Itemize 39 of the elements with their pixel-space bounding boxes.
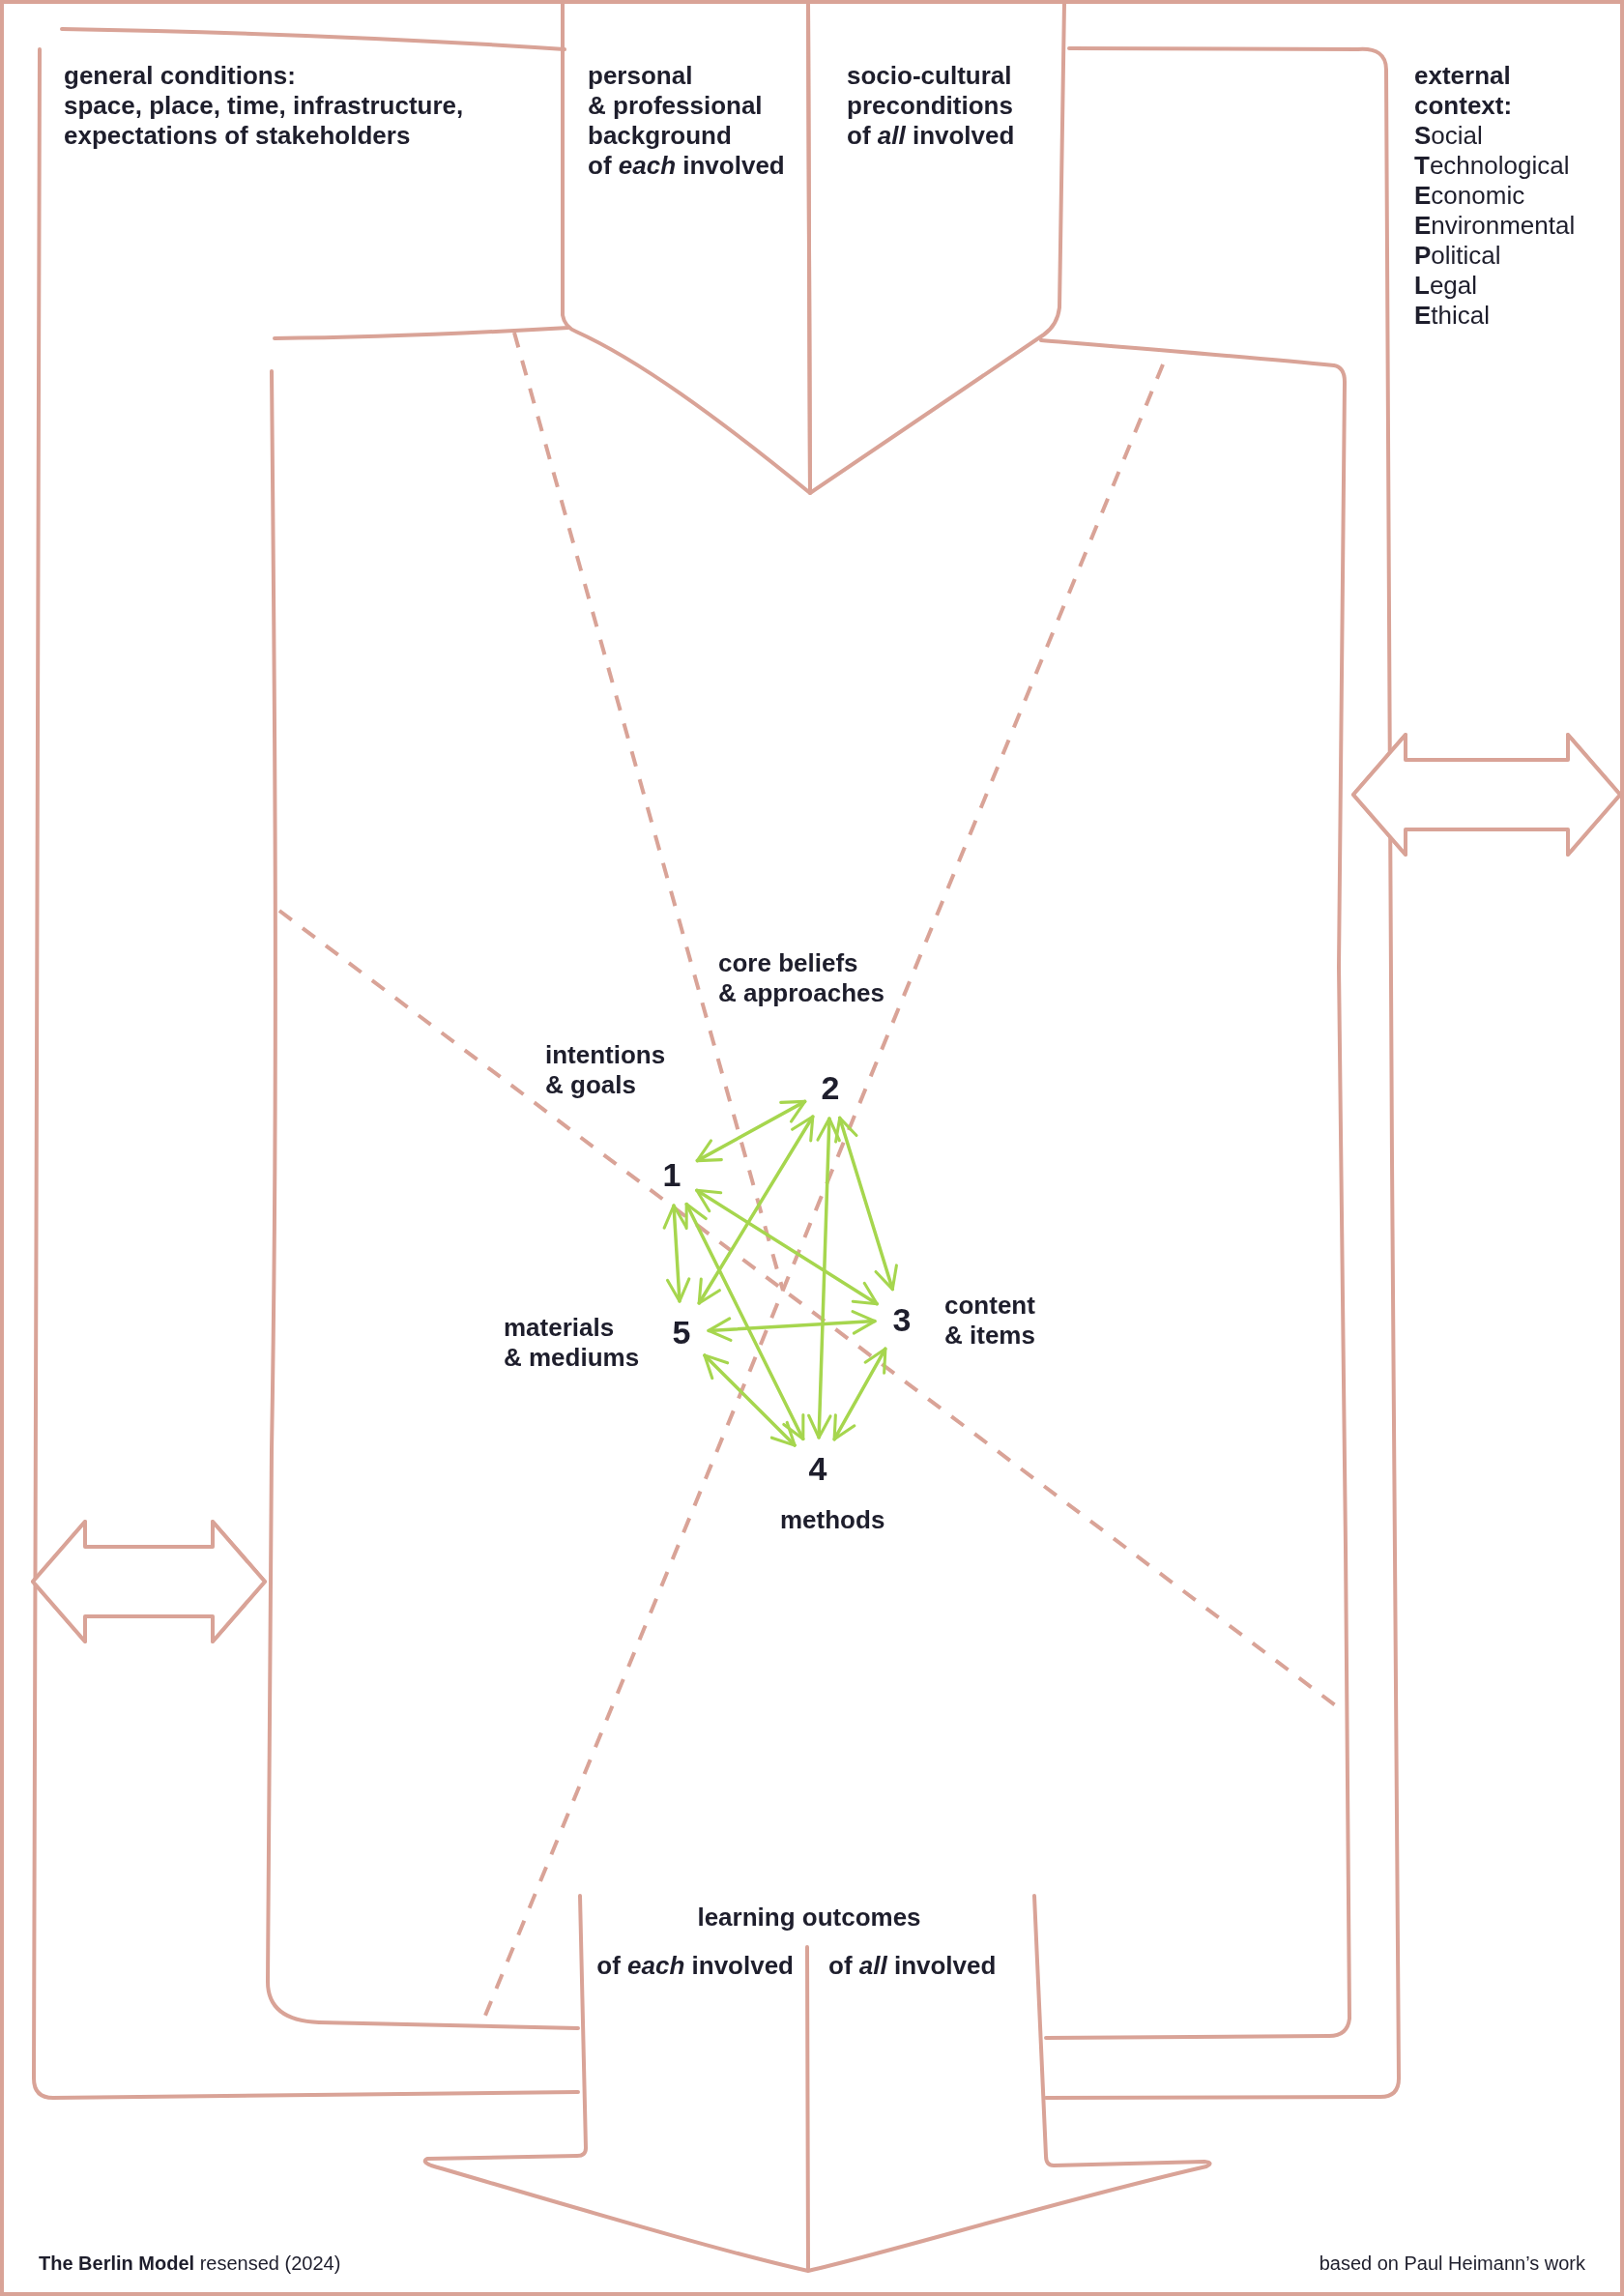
compartment-label: socio-cultural preconditions of all involved xyxy=(847,61,1015,151)
compartment-label: of all involved xyxy=(828,1951,997,1981)
compartment-label: personal & professional background of each involved xyxy=(588,61,785,181)
double-arrow xyxy=(695,1188,879,1306)
double-arrow xyxy=(697,1115,815,1305)
double-arrow xyxy=(662,1204,691,1303)
double-arrow xyxy=(695,1099,807,1163)
credit-line: The Berlin Model resensed (2024) xyxy=(39,2252,341,2275)
double-arrow xyxy=(707,1310,877,1342)
block-double-arrow xyxy=(1351,733,1622,857)
list-item: Technological xyxy=(1414,151,1570,181)
double-arrow xyxy=(684,1202,805,1441)
block-double-arrow xyxy=(31,1520,267,1643)
factor-label: materials & mediums xyxy=(504,1313,640,1373)
double-arrow xyxy=(807,1117,841,1439)
list-item: Economic xyxy=(1414,181,1525,211)
list-item: Ethical xyxy=(1414,301,1491,331)
heading: general conditions: xyxy=(64,61,296,91)
double-arrow xyxy=(703,1353,797,1447)
list-item: Political xyxy=(1414,241,1501,271)
factor-number: 1 xyxy=(658,1157,685,1192)
heading: external context: xyxy=(1414,61,1513,121)
factor-label: intentions & goals xyxy=(545,1040,666,1100)
list-item: Environmental xyxy=(1414,211,1576,241)
factor-number: 4 xyxy=(804,1451,831,1486)
factor-label: methods xyxy=(780,1505,885,1535)
description-text: space, place, time, infrastructure, expectations of stakeholders xyxy=(64,91,464,151)
list-item: Social xyxy=(1414,121,1483,151)
factor-number: 3 xyxy=(888,1302,915,1337)
heading: learning outcomes xyxy=(697,1903,921,1933)
list-item: Legal xyxy=(1414,271,1478,301)
factor-number: 2 xyxy=(817,1070,844,1105)
factor-number: 5 xyxy=(668,1315,695,1350)
compartment-label: of each involved xyxy=(596,1951,794,1981)
double-arrow xyxy=(832,1347,887,1441)
factor-label: core beliefs & approaches xyxy=(718,948,884,1008)
double-arrow xyxy=(834,1116,898,1292)
factor-label: content & items xyxy=(944,1291,1035,1351)
attribution-text: based on Paul Heimann’s work xyxy=(1319,2252,1585,2275)
